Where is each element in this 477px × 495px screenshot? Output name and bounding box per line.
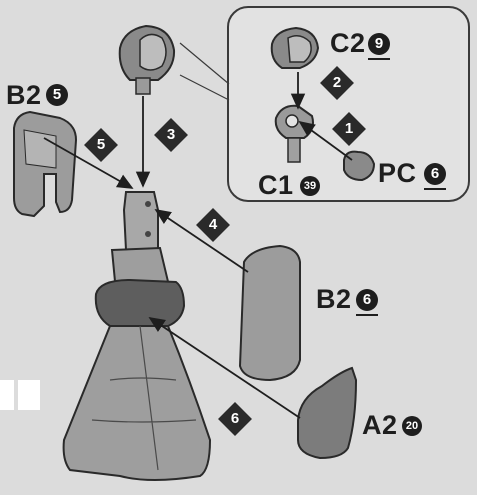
label-b2-mid: B2 bbox=[316, 286, 352, 313]
label-pc: PC bbox=[378, 160, 417, 187]
step-3-marker: 3 bbox=[154, 118, 188, 152]
inset-callout-lines bbox=[180, 43, 229, 100]
label-a2-code: A2 bbox=[362, 410, 398, 440]
label-c2: C2 bbox=[330, 30, 366, 57]
label-pc-qty: 6 bbox=[424, 163, 446, 185]
label-a2: A2 bbox=[362, 412, 398, 439]
label-c1-qty: 39 bbox=[300, 176, 320, 196]
label-c2-underline bbox=[368, 58, 390, 60]
torso-body-drawing bbox=[64, 248, 210, 480]
label-b2-top-qty: 5 bbox=[46, 84, 68, 106]
label-b2-mid-underline bbox=[356, 314, 378, 316]
label-c1: C1 bbox=[258, 172, 294, 199]
part-pc-drawing bbox=[344, 152, 374, 180]
step-6-marker: 6 bbox=[218, 402, 252, 436]
label-b2-top-code: B2 bbox=[6, 80, 42, 110]
label-c1-code: C1 bbox=[258, 170, 294, 200]
part-b2-left-drawing bbox=[14, 112, 76, 216]
step-1-marker: 1 bbox=[332, 112, 366, 146]
label-b2-mid-code: B2 bbox=[316, 284, 352, 314]
label-c2-qty: 9 bbox=[368, 33, 390, 55]
part-c2-drawing bbox=[272, 28, 318, 68]
color-swatch-white-2 bbox=[18, 380, 40, 410]
step-5-marker: 5 bbox=[84, 128, 118, 162]
label-pc-code: PC bbox=[378, 158, 417, 188]
part-b2-mid-drawing bbox=[240, 246, 300, 380]
color-swatch-white-1 bbox=[0, 380, 14, 410]
label-a2-qty: 20 bbox=[402, 416, 422, 436]
label-b2-mid-qty: 6 bbox=[356, 289, 378, 311]
label-pc-underline bbox=[424, 188, 446, 190]
step-2-marker: 2 bbox=[320, 66, 354, 100]
label-b2-top: B2 bbox=[6, 82, 42, 109]
head-part-main bbox=[120, 26, 174, 94]
neck-post-drawing bbox=[124, 192, 158, 250]
part-a2-drawing bbox=[298, 368, 356, 458]
label-c2-code: C2 bbox=[330, 28, 366, 58]
step-4-marker: 4 bbox=[196, 208, 230, 242]
